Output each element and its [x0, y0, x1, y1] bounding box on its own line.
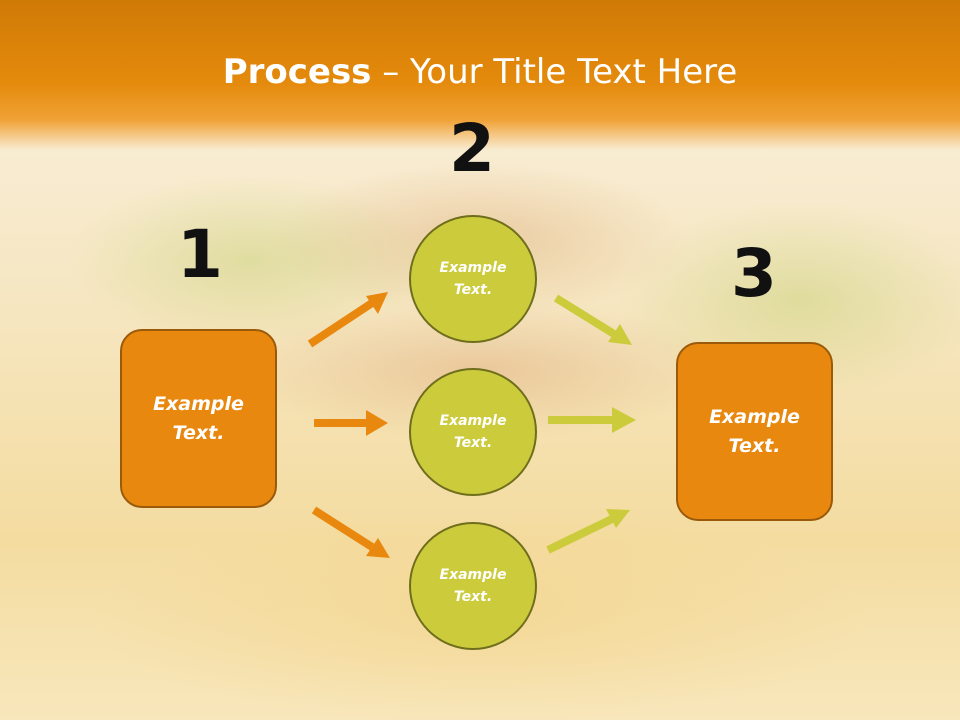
title-rest: – Your Title Text Here [371, 52, 738, 92]
arrow-left-to-middle [314, 410, 388, 436]
arrow-bottom-to-right [546, 509, 630, 554]
circle-top[interactable]: Example Text. [409, 215, 537, 343]
step-number-1: 1 [177, 216, 223, 293]
step-number-3: 3 [731, 235, 777, 312]
arrow-top-to-right [553, 294, 632, 345]
arrow-left-to-top [307, 292, 388, 348]
right-box-text: Example Text. [709, 406, 800, 457]
header-band [0, 0, 960, 150]
slide-title[interactable]: Process – Your Title Text Here [0, 52, 960, 92]
left-box-text: Example Text. [153, 393, 244, 444]
title-strong: Process [222, 52, 372, 92]
right-box[interactable]: Example Text. [676, 342, 833, 521]
arrow-middle-to-right [548, 407, 636, 433]
step-number-2: 2 [449, 110, 495, 187]
circle-top-text: Example Text. [439, 259, 507, 298]
circle-middle[interactable]: Example Text. [409, 368, 537, 496]
circle-bottom-text: Example Text. [439, 566, 507, 605]
left-box[interactable]: Example Text. [120, 329, 277, 508]
circle-middle-text: Example Text. [439, 412, 507, 451]
circle-bottom[interactable]: Example Text. [409, 522, 537, 650]
arrow-left-to-bottom [311, 506, 390, 558]
